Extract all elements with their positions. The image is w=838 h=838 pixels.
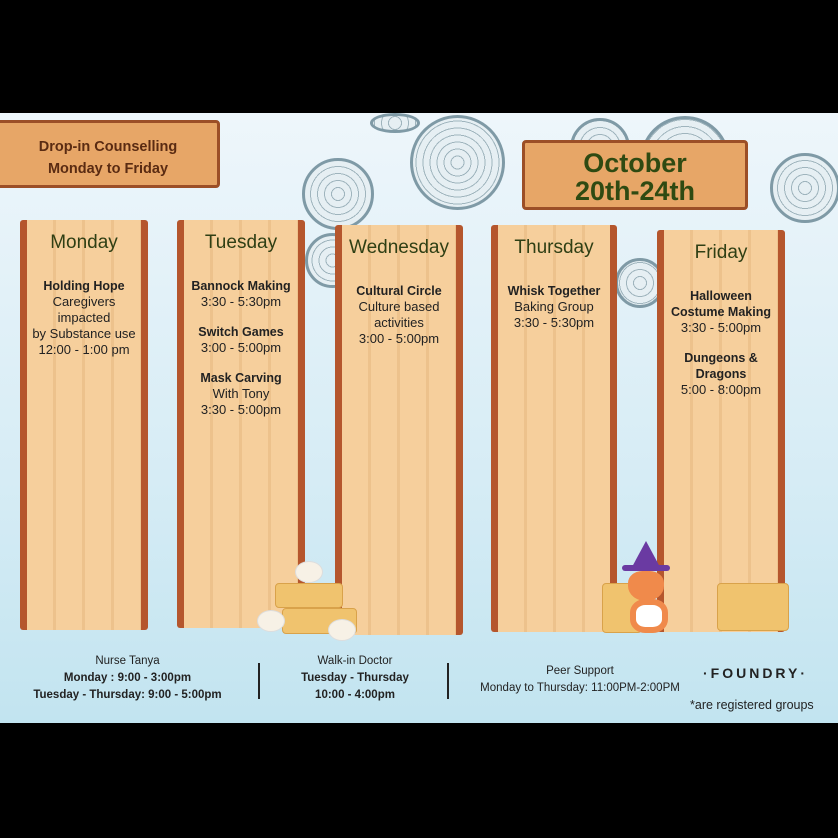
event-title: Dungeons & Dragons	[684, 351, 758, 381]
event-detail: Culture based	[358, 299, 440, 314]
nurse-hours-monday: Monday : 9:00 - 3:00pm	[63, 672, 192, 684]
event-detail: 3:30 - 5:00pm	[200, 402, 282, 417]
doctor-info: Walk-in Doctor Tuesday - Thursday 10:00 …	[280, 653, 430, 704]
day-heading: Thursday	[514, 237, 594, 258]
day-heading: Wednesday	[349, 237, 449, 258]
nurse-title: Nurse Tanya	[95, 655, 160, 667]
event-title: Halloween Costume Making	[670, 289, 771, 319]
event-title: Holding Hope	[43, 279, 125, 293]
peer-title: Peer Support	[546, 665, 614, 677]
date-range: 20th-24th	[574, 176, 696, 206]
foundry-logo: ·FOUNDRY·	[703, 665, 809, 681]
log-ring-decoration	[770, 153, 838, 223]
nurse-info: Nurse Tanya Monday : 9:00 - 3:00pm Tuesd…	[15, 653, 240, 704]
day-heading: Monday	[50, 232, 118, 253]
day-heading: Tuesday	[204, 232, 278, 253]
event-detail: 3:30 - 5:00pm	[680, 320, 762, 335]
peer-support-info: Peer Support Monday to Thursday: 11:00PM…	[465, 663, 695, 697]
drop-in-sign: Drop-in Counselling Monday to Friday	[0, 120, 220, 188]
event-detail: activities	[374, 315, 424, 330]
nurse-hours-tue-thu: Tuesday - Thursday: 9:00 - 5:00pm	[33, 689, 222, 701]
event-title: Whisk Together	[507, 284, 601, 298]
event-detail: by Substance use	[32, 326, 136, 341]
hay-bale	[275, 583, 343, 608]
drop-in-title: Drop-in Counselling	[38, 139, 178, 155]
doctor-hours: 10:00 - 4:00pm	[315, 689, 395, 701]
event-detail: 3:30 - 5:30pm	[513, 315, 595, 330]
event-detail: 3:30 - 5:30pm	[200, 294, 282, 309]
event-detail: Caregivers impacted	[52, 294, 116, 325]
fox-witch-illustration	[622, 541, 672, 633]
doctor-days: Tuesday - Thursday	[301, 672, 409, 684]
pumpkin	[295, 561, 323, 583]
log-ring-decoration	[370, 113, 420, 133]
date-month: October	[583, 148, 687, 178]
date-sign: October 20th-24th	[522, 140, 748, 210]
event-title: Mask Carving	[200, 371, 282, 385]
event-title: Switch Games	[198, 325, 284, 339]
registered-groups-note: *are registered groups	[690, 698, 814, 712]
event-detail: 12:00 - 1:00 pm	[38, 342, 130, 357]
drop-in-days: Monday to Friday	[47, 161, 169, 177]
event-detail: 3:00 - 5:00pm	[200, 340, 282, 355]
divider	[258, 663, 260, 699]
event-detail: 3:00 - 5:00pm	[358, 331, 440, 346]
doctor-title: Walk-in Doctor	[317, 655, 393, 667]
event-detail: 5:00 - 8:00pm	[680, 382, 762, 397]
log-ring-decoration	[302, 158, 374, 230]
divider	[447, 663, 449, 699]
event-detail: With Tony	[212, 386, 270, 401]
event-title: Cultural Circle	[356, 284, 442, 298]
pumpkin	[328, 619, 356, 641]
log-ring-decoration	[410, 115, 505, 210]
schedule-poster: Drop-in Counselling Monday to Friday Oct…	[0, 113, 838, 723]
peer-hours: Monday to Thursday: 11:00PM-2:00PM	[480, 682, 680, 694]
hay-bale	[717, 583, 789, 631]
event-title: Bannock Making	[191, 279, 291, 293]
day-heading: Friday	[694, 242, 748, 263]
pumpkin	[257, 610, 285, 632]
event-detail: Baking Group	[514, 299, 594, 314]
